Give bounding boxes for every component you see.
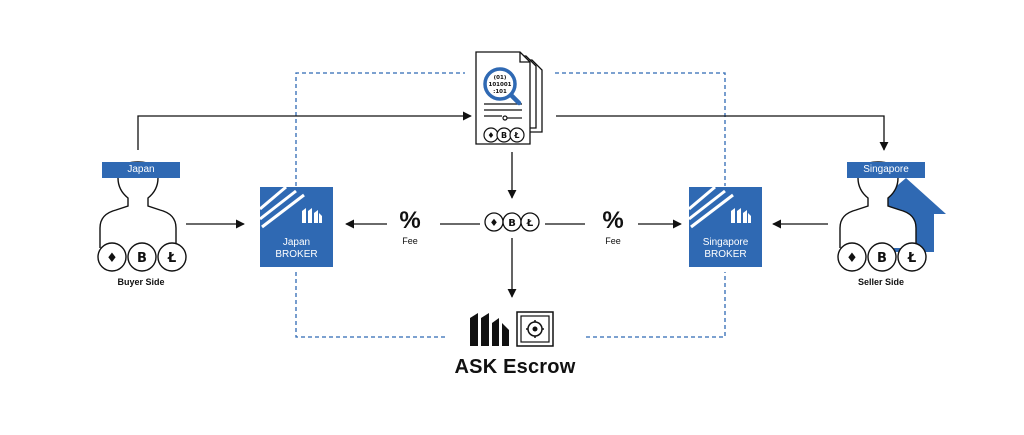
seller-person-icon: ♦ B Ł <box>837 161 946 272</box>
dashed-frame <box>295 72 726 338</box>
arrow-buyer-to-document <box>137 111 472 150</box>
singapore-broker-card: Singapore BROKER <box>689 187 762 267</box>
seller-ltc-icon: Ł <box>907 251 916 266</box>
singapore-region-tag: Singapore <box>847 162 925 178</box>
doc-ltc-icon: Ł <box>513 131 519 140</box>
ask-escrow-title: ASK Escrow <box>454 356 576 378</box>
broker-logo-icon <box>260 187 322 229</box>
singapore-broker-line2: BROKER <box>704 249 747 260</box>
doc-code-line-2: 101001 <box>489 82 512 88</box>
japan-broker-line2: BROKER <box>275 249 318 260</box>
safe-icon <box>516 311 554 347</box>
center-btc-icon: B <box>508 218 516 229</box>
buyer-btc-icon: B <box>137 251 147 266</box>
seller-btc-icon: B <box>877 251 887 266</box>
doc-code-line-1: (01) <box>494 75 507 81</box>
buyer-person-icon: ♦ B Ł <box>97 161 187 272</box>
dashed-line-top-left <box>295 72 465 186</box>
japan-broker-line1: Japan <box>282 237 311 248</box>
buyer-side-label: Buyer Side <box>117 277 165 287</box>
dashed-line-top-right <box>555 72 726 186</box>
doc-eth-icon: ♦ <box>487 131 494 140</box>
magnifier-icon <box>483 67 517 101</box>
ask-logo-icon <box>470 313 509 346</box>
right-fee-label: Fee <box>605 236 621 246</box>
seller-eth-icon: ♦ <box>846 251 858 266</box>
seller-side-label: Seller Side <box>857 277 905 287</box>
doc-btc-icon: B <box>501 131 507 140</box>
japan-broker-card: Japan BROKER <box>260 187 333 267</box>
right-fee-percent: % <box>602 207 624 234</box>
center-eth-icon: ♦ <box>490 218 499 229</box>
document-stack-icon: (01) 101001 :101 ♦ B Ł <box>475 51 543 145</box>
buyer-ltc-icon: Ł <box>167 251 176 266</box>
dashed-line-bottom-left <box>295 272 448 338</box>
broker-logo-icon <box>689 187 751 229</box>
buyer-eth-icon: ♦ <box>106 251 118 266</box>
center-ltc-icon: Ł <box>526 218 534 229</box>
dashed-line-bottom-right <box>586 272 726 338</box>
doc-code-line-3: :101 <box>493 89 507 95</box>
left-fee-label: Fee <box>402 236 418 246</box>
left-fee-percent: % <box>399 207 421 234</box>
center-coins: ♦ B Ł <box>484 212 540 232</box>
arrow-document-to-seller <box>556 115 889 151</box>
center-ltc-coin <box>520 212 540 232</box>
singapore-broker-line1: Singapore <box>702 237 749 248</box>
japan-region-tag: Japan <box>102 162 180 178</box>
